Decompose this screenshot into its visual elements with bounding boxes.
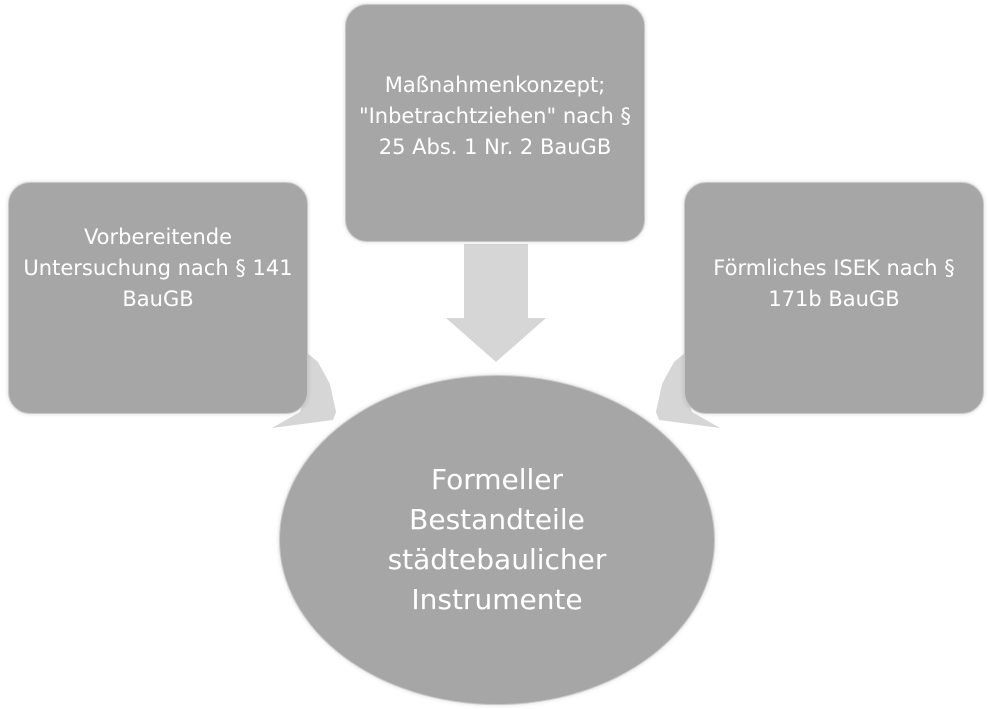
arrow-left-to-center: [272, 352, 336, 428]
right-box-text: Förmliches ISEK nach § 171b BauGB: [713, 256, 955, 311]
center-circle: Formeller Bestandteile städtebaulicher I…: [279, 375, 715, 705]
arrow-top-to-center: [446, 244, 546, 362]
right-box: Förmliches ISEK nach § 171b BauGB: [684, 182, 984, 414]
left-box: Vorbereitende Untersuchung nach § 141 Ba…: [8, 182, 308, 414]
left-box-text: Vorbereitende Untersuchung nach § 141 Ba…: [23, 224, 293, 311]
arrow-right-to-center: [656, 352, 720, 428]
top-box-text: Maßnahmenkonzept; "Inbetrachtziehen" nac…: [358, 72, 632, 159]
center-circle-text: Formeller Bestandteile städtebaulicher I…: [387, 463, 607, 616]
top-box: Maßnahmenkonzept; "Inbetrachtziehen" nac…: [345, 4, 645, 242]
